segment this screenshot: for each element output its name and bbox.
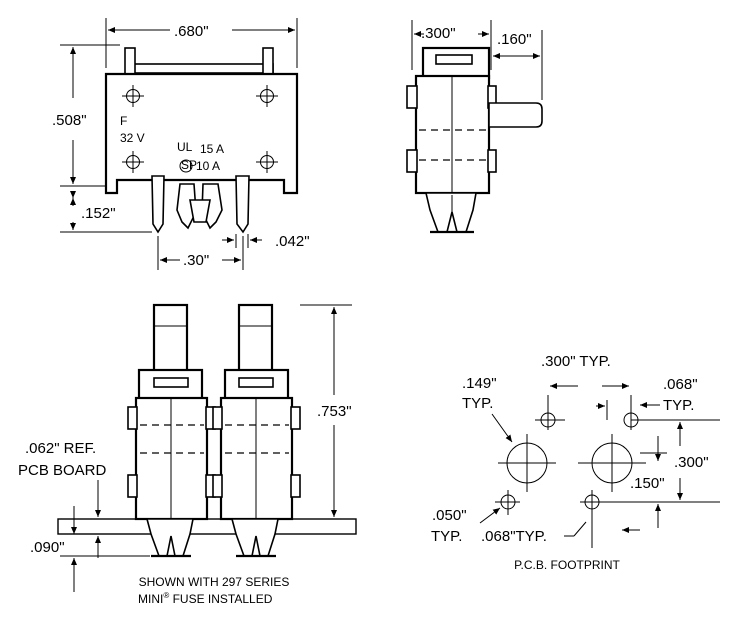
large-hole-right [578,434,646,492]
protrusion-dimension: .160" [497,31,532,48]
pcb-label-line2: PCB BOARD [18,462,107,479]
small-hole-right-dimension-line1: .068" [663,376,698,393]
small-hole-right-dimension-line2: TYP. [663,397,694,414]
footprint-spacing-dimension: .300" TYP. [541,353,611,370]
small-hole-bottom-dimension: .068"TYP. [481,528,547,545]
front-view: F 32 V UL 15 A SP 10 A .680" .508" .152" [52,18,310,270]
large-hole-dimension-line2: TYP. [462,395,493,412]
caption-fuse-installed: FUSE INSTALLED [169,592,272,606]
csa-mark: SP [181,158,197,172]
rating-symbol: F [120,114,127,128]
small-hole-top-left [535,405,565,430]
small-hole-top-right [623,405,720,430]
large-hole-left [498,434,556,492]
installed-height-dimension: .753" [317,403,352,420]
installed-caption-line2: MINI® FUSE INSTALLED [138,591,273,606]
height-dimension: .508" [52,112,87,129]
pin-length-dimension: .152" [81,205,116,222]
pin-width-dimension: .042" [275,233,310,250]
footprint-caption: P.C.B. FOOTPRINT [514,558,620,572]
side-width-dimension: .300" [421,25,456,42]
small-hole-bottom-right [580,490,720,548]
small-hole-dimension-line2: TYP. [431,528,462,545]
large-hole-dimension-line1: .149" [462,375,497,392]
fuse-holder-1 [127,303,216,558]
vertical-spacing-dimension: .300" [674,454,709,471]
width-dimension: .680" [174,23,209,40]
pin-spacing-dimension: .30" [183,252,209,269]
voltage-label: 32 V [120,131,145,145]
pcb-footprint: .300" TYP. .149" TYP. .068" TYP. .300" .… [431,353,720,572]
fuse-holder-2 [212,303,301,558]
small-hole-dimension-line1: .050" [432,507,467,524]
pcb-offset-dimension: .090" [30,539,65,556]
side-view: .300" .160" [406,20,543,234]
caption-mini: MINI [138,592,163,606]
ul-rating: 15 A [200,142,224,156]
ul-mark: UL [177,140,193,154]
pcb-label-line1: .062" REF. [25,440,96,457]
installed-caption-line1: SHOWN WITH 297 SERIES [139,575,290,589]
registered-mark: ® [163,591,169,600]
csa-rating: 10 A [196,159,220,173]
csa-logo-icon [179,159,193,173]
small-hole-bottom-left [495,490,520,515]
installed-view: .753" .062" REF. PCB BOARD .090" SHOWN W… [18,303,357,606]
offset-dimension: .150" [630,475,665,492]
